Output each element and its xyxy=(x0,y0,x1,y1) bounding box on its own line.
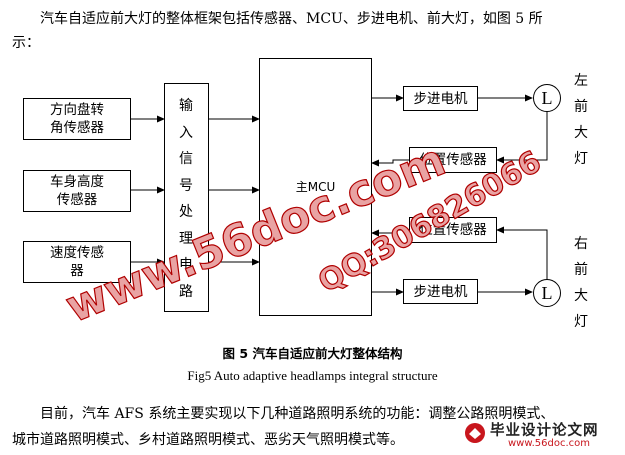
body-line-2: 城市道路照明模式、乡村道路照明模式、恶劣天气照明模式等。 xyxy=(12,432,404,448)
figure-caption-cn: 图 5 汽车自适应前大灯整体结构 xyxy=(222,346,403,361)
figure-caption-en: Fig5 Auto adaptive headlamps integral st… xyxy=(187,368,438,383)
mcu-box: 主MCU xyxy=(259,58,372,316)
headlamp-top-icon: L xyxy=(533,84,561,112)
stepper-motor-top-box: 步进电机 xyxy=(403,86,478,111)
speed-sensor-box: 速度传感 器 xyxy=(23,241,131,283)
site-logo: 毕业设计论文网 www.56doc.com xyxy=(462,419,622,453)
arrow-pos-top-to-mcu xyxy=(371,159,409,167)
height-sensor-line-2: 传感器 xyxy=(56,192,98,208)
intro-line-1: 汽车自适应前大灯的整体框架包括传感器、MCU、步进电机、前大灯，如图 5 所 xyxy=(40,11,543,27)
intro-line-2: 示： xyxy=(12,35,40,51)
arrow-lamp-to-pos-top xyxy=(496,112,548,164)
stepper-top-label: 步进电机 xyxy=(413,90,468,107)
position-sensor-bottom-box: 位置传感器 xyxy=(409,217,497,243)
body-line-1: 目前，汽车 AFS 系统主要实现以下几种道路照明系统的功能：调整公路照明模式、 xyxy=(40,406,555,422)
speed-sensor-line-1: 速度传感 xyxy=(50,245,104,261)
body-height-sensor-box: 车身高度 传感器 xyxy=(23,170,131,212)
position-sensor-top-box: 位置传感器 xyxy=(409,147,497,173)
steering-sensor-line-2: 角传感器 xyxy=(50,120,104,136)
arrow-lamp-to-pos-bottom xyxy=(496,226,548,280)
headlamp-bottom-icon: L xyxy=(533,279,561,307)
steering-angle-sensor-box: 方向盘转 角传感器 xyxy=(23,98,131,140)
arrow-pos-bottom-to-mcu xyxy=(371,229,409,237)
logo-url: www.56doc.com xyxy=(508,438,591,449)
right-headlamp-label: 右前大灯 xyxy=(574,236,588,330)
input-circuit-box xyxy=(164,83,209,312)
logo-mark-icon xyxy=(465,423,485,443)
stepper-bottom-label: 步进电机 xyxy=(413,283,468,300)
position-sensor-bottom-label: 位置传感器 xyxy=(419,222,487,238)
left-headlamp-label: 左前大灯 xyxy=(574,73,588,167)
position-sensor-top-label: 位置传感器 xyxy=(419,152,487,168)
speed-sensor-line-2: 器 xyxy=(70,263,84,279)
input-circuit-label: 输入信号处理电路 xyxy=(179,98,193,300)
height-sensor-line-1: 车身高度 xyxy=(50,174,104,190)
stepper-motor-bottom-box: 步进电机 xyxy=(403,279,478,304)
mcu-label: 主MCU xyxy=(295,180,336,194)
logo-title: 毕业设计论文网 xyxy=(490,423,599,439)
lamp-bottom-label: L xyxy=(541,282,553,303)
lamp-top-label: L xyxy=(541,87,553,108)
steering-sensor-line-1: 方向盘转 xyxy=(50,102,104,118)
